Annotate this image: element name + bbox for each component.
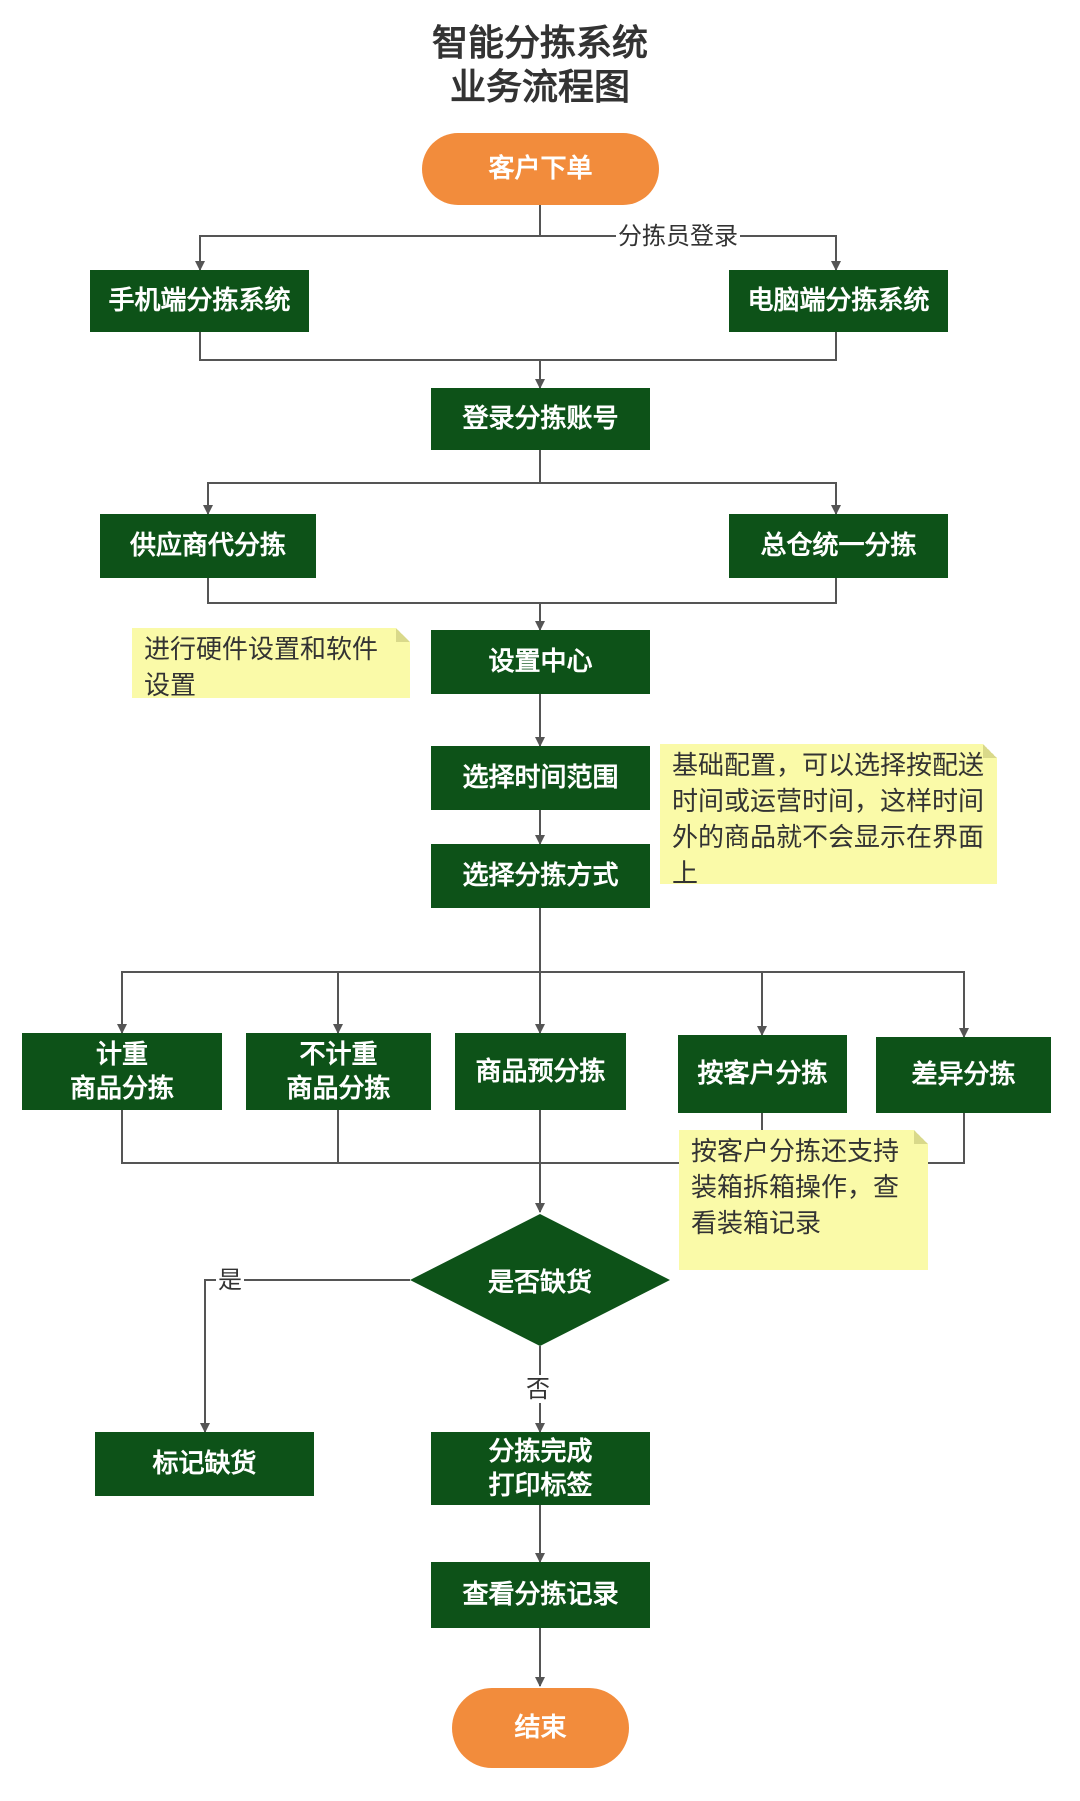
node-end: 结束 [452,1688,629,1768]
node-customer: 按客户分拣 [678,1035,847,1113]
edge-branches-merge [121,1110,965,1164]
edge-label-yes: 是 [216,1266,244,1294]
node-pc: 电脑端分拣系统 [729,270,948,332]
note-settings: 进行硬件设置和软件设置 [132,628,410,701]
diagram-title-line1: 智能分拣系统 [431,23,648,64]
edge-method-branch [117,908,541,1034]
node-diff: 差异分拣 [876,1037,1051,1113]
node-time-range: 选择时间范围 [431,746,650,810]
edge-branch-diff [762,971,969,1038]
node-order: 客户下单 [422,133,659,205]
edge-sort-merge [207,578,837,604]
node-mark-shortage: 标记缺货 [95,1432,314,1496]
node-weigh: 计重 商品分拣 [22,1033,222,1110]
node-mobile: 手机端分拣系统 [90,270,309,332]
node-settings: 设置中心 [431,630,650,694]
note-customer: 按客户分拣还支持装箱拆箱操作，查看装箱记录 [679,1130,928,1270]
node-presort: 商品预分拣 [455,1033,626,1110]
note-time-range: 基础配置，可以选择按配送时间或运营时间，这样时间外的商品就不会显示在界面上 [660,744,997,889]
node-warehouse: 总仓统一分拣 [729,514,948,578]
edge-label-no: 否 [524,1375,552,1403]
node-done: 分拣完成 打印标签 [431,1432,650,1505]
edge-login-split [203,450,541,515]
edge-login-warehouse [540,482,841,515]
node-login: 登录分拣账号 [431,388,650,450]
node-method: 选择分拣方式 [431,844,650,908]
edge-order-split [195,205,541,271]
edge-mobile-merge [199,332,837,361]
edge-label-sorter-login: 分拣员登录 [616,222,740,250]
node-shortage-question: 是否缺货 [487,1267,592,1298]
edge-branch-customer [540,971,767,1036]
node-supplier: 供应商代分拣 [100,514,316,578]
edge-yes [200,1279,410,1433]
node-noweigh: 不计重 商品分拣 [246,1033,431,1110]
decision-diamond [410,1214,670,1346]
diagram-title-line2: 业务流程图 [449,67,630,108]
node-records: 查看分拣记录 [431,1562,650,1628]
